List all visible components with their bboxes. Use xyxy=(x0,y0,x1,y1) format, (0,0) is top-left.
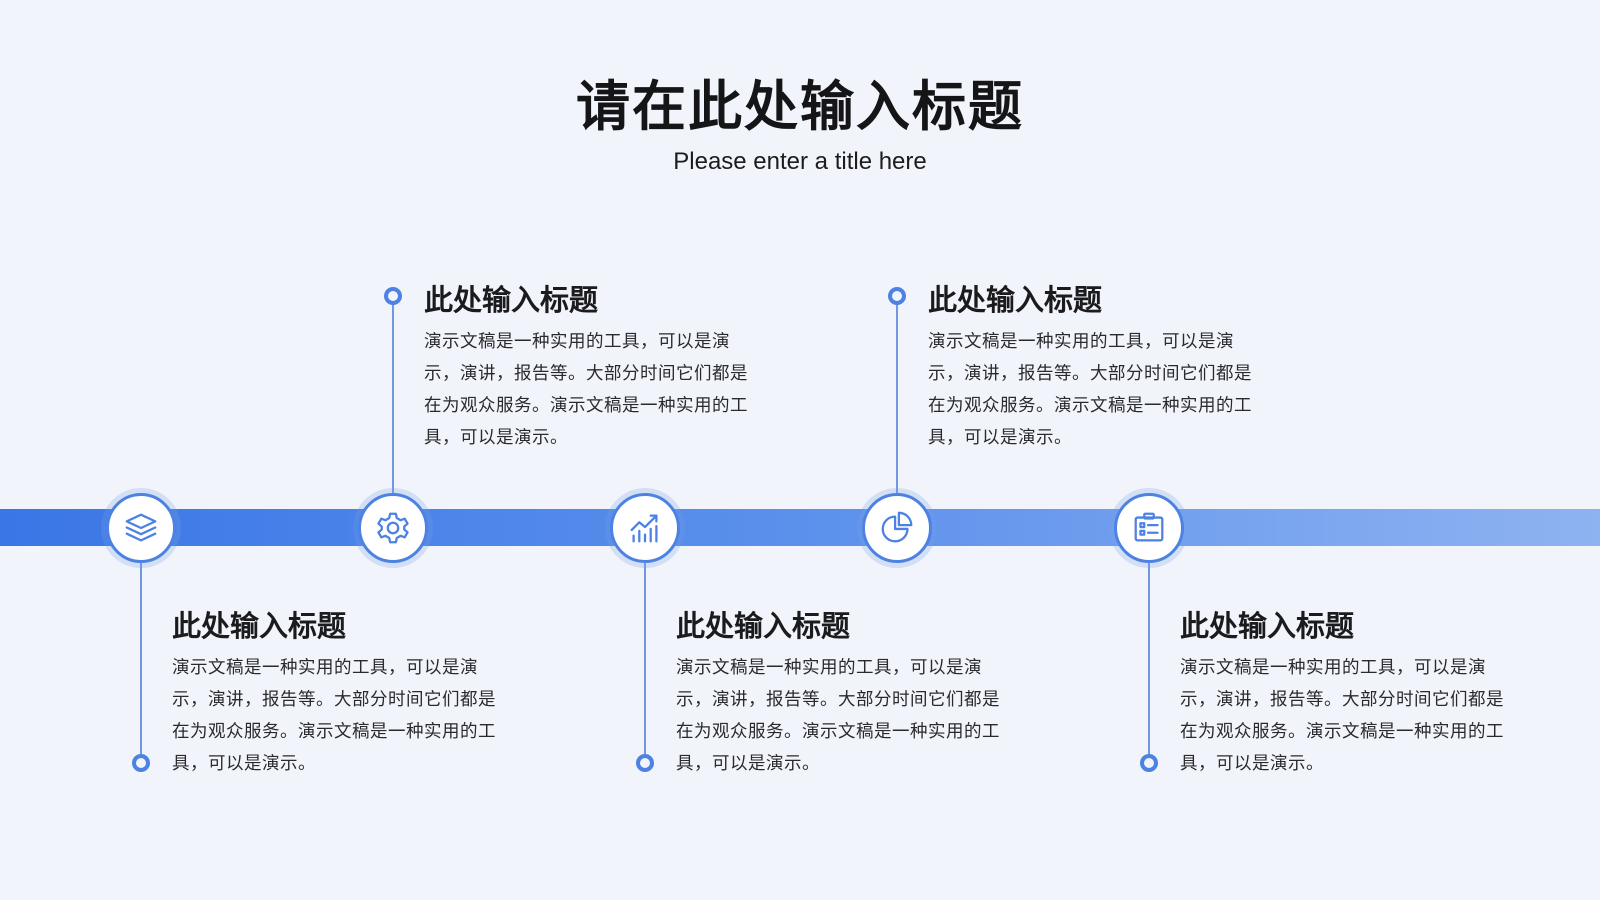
card-title: 此处输入标题 xyxy=(928,283,1103,317)
timeline-node-4 xyxy=(862,493,932,563)
timeline-card-5: 此处输入标题 演示文稿是一种实用的工具，可以是演示，演讲，报告等。大部分时间它们… xyxy=(1180,606,1510,780)
card-title: 此处输入标题 xyxy=(172,609,347,643)
connector-dot-3 xyxy=(636,754,654,772)
bar-chart-trend-icon xyxy=(630,514,658,543)
card-title: 此处输入标题 xyxy=(1180,609,1355,643)
card-title: 此处输入标题 xyxy=(424,283,599,317)
gear-icon xyxy=(377,512,409,544)
page-title: 请在此处输入标题 xyxy=(576,75,1024,138)
connector-2 xyxy=(392,297,394,493)
timeline-card-1: 此处输入标题 演示文稿是一种实用的工具，可以是演示，演讲，报告等。大部分时间它们… xyxy=(172,606,502,780)
timeline-bar xyxy=(0,509,1600,546)
card-text: 演示文稿是一种实用的工具，可以是演示，演讲，报告等。大部分时间它们都是在为观众服… xyxy=(424,332,748,448)
page-subtitle: Please enter a title here xyxy=(673,148,927,175)
title-block: 请在此处输入标题 Please enter a title here xyxy=(0,72,1600,176)
card-title: 此处输入标题 xyxy=(676,609,851,643)
connector-dot-1 xyxy=(132,754,150,772)
layers-icon xyxy=(125,513,157,542)
connector-3 xyxy=(644,563,646,754)
connector-4 xyxy=(896,297,898,493)
timeline-node-3 xyxy=(610,493,680,563)
card-text: 演示文稿是一种实用的工具，可以是演示，演讲，报告等。大部分时间它们都是在为观众服… xyxy=(1180,658,1504,774)
pie-chart-icon xyxy=(881,511,913,543)
connector-dot-2 xyxy=(384,287,402,305)
timeline-card-4: 此处输入标题 演示文稿是一种实用的工具，可以是演示，演讲，报告等。大部分时间它们… xyxy=(928,280,1258,454)
timeline-node-1 xyxy=(106,493,176,563)
connector-dot-5 xyxy=(1140,754,1158,772)
connector-1 xyxy=(140,563,142,754)
card-text: 演示文稿是一种实用的工具，可以是演示，演讲，报告等。大部分时间它们都是在为观众服… xyxy=(928,332,1252,448)
card-text: 演示文稿是一种实用的工具，可以是演示，演讲，报告等。大部分时间它们都是在为观众服… xyxy=(172,658,496,774)
connector-5 xyxy=(1148,563,1150,754)
checklist-icon xyxy=(1134,512,1164,542)
timeline-card-2: 此处输入标题 演示文稿是一种实用的工具，可以是演示，演讲，报告等。大部分时间它们… xyxy=(424,280,754,454)
card-text: 演示文稿是一种实用的工具，可以是演示，演讲，报告等。大部分时间它们都是在为观众服… xyxy=(676,658,1000,774)
timeline-node-5 xyxy=(1114,493,1184,563)
timeline-card-3: 此处输入标题 演示文稿是一种实用的工具，可以是演示，演讲，报告等。大部分时间它们… xyxy=(676,606,1006,780)
timeline-node-2 xyxy=(358,493,428,563)
connector-dot-4 xyxy=(888,287,906,305)
